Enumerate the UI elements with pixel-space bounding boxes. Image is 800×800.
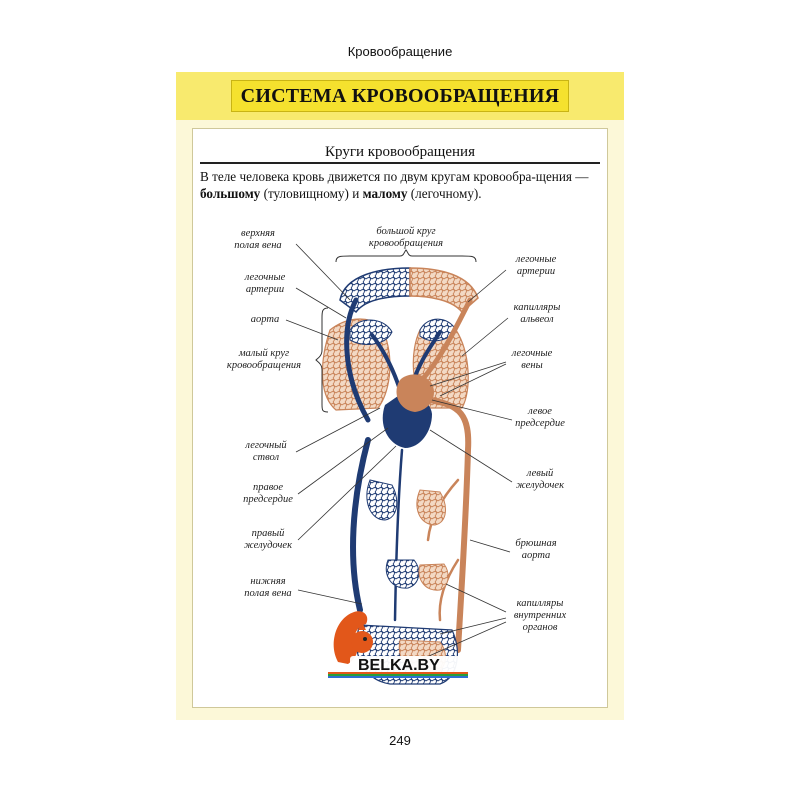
label-svc-1: верхняя (241, 228, 275, 239)
label-ra-2: предсердие (243, 494, 293, 505)
large-circle-brace: большой круг кровообращения (335, 226, 477, 263)
label-svc-2: полая вена (234, 240, 281, 251)
squirrel-icon: BELKA.BY (328, 611, 468, 678)
label-pa-left-2: артерии (246, 284, 284, 295)
label-alv-caps-2: альвеол (520, 314, 554, 325)
right-labels: легочные артерии капилляры альвеол легоч… (511, 254, 567, 633)
label-la-1: левое (527, 406, 552, 417)
label-abd-aorta-1: брюшная (515, 538, 556, 549)
label-pa-right-2: артерии (517, 266, 555, 277)
vessels (344, 297, 473, 653)
small-circle-brace (315, 307, 329, 413)
label-small-circle-1: малый круг (238, 348, 289, 359)
label-pa-right-1: легочные (515, 254, 557, 265)
label-pa-left-1: легочные (244, 272, 286, 283)
large-circle-label-line2: кровообращения (369, 238, 443, 249)
label-lv-1: левый (526, 468, 554, 479)
label-organ-caps-3: органов (523, 622, 558, 633)
label-ivc-2: полая вена (244, 588, 291, 599)
heart (382, 374, 435, 448)
label-pulm-trunk-1: легочный (244, 440, 287, 451)
label-aorta: аорта (251, 314, 280, 325)
watermark-logo: BELKA.BY (328, 600, 468, 685)
leader-lines (285, 243, 513, 661)
section-title: Круги кровообращения (325, 144, 475, 160)
label-alv-caps-1: капилляры (514, 302, 561, 313)
label-pv-2: вены (521, 360, 543, 371)
intro-text-2: (туловищному) и (260, 186, 363, 201)
label-rv-2: желудочек (244, 540, 292, 551)
page-number: 249 (389, 733, 411, 748)
label-la-2: предсердие (515, 418, 565, 429)
section-rule (200, 162, 600, 164)
chapter-title: СИСТЕМА КРОВООБРАЩЕНИЯ (240, 84, 560, 107)
intro-text-3: (легочному). (407, 186, 482, 201)
intro-bold-large: большому (200, 186, 261, 201)
label-ivc-1: нижняя (250, 576, 285, 587)
lung-left-network (321, 318, 393, 411)
left-labels: верхняя полая вена легочные артерии аорт… (227, 228, 301, 599)
watermark-text: BELKA.BY (358, 657, 440, 674)
label-organ-caps-1: капилляры (517, 598, 564, 609)
large-circle-label-line1: большой круг (376, 226, 435, 237)
intro-bold-small: малому (362, 186, 408, 201)
label-small-circle-2: кровообращения (227, 360, 301, 371)
label-ra-1: правое (253, 482, 283, 493)
label-organ-caps-2: внутренних (514, 610, 567, 621)
label-rv-1: правый (252, 528, 285, 539)
intro-text-1: В теле человека кровь движется по двум к… (200, 169, 589, 184)
intro-paragraph: В теле человека кровь движется по двум к… (200, 168, 600, 202)
chapter-title-box: СИСТЕМА КРОВООБРАЩЕНИЯ (231, 80, 569, 112)
label-abd-aorta-2: аорта (522, 550, 551, 561)
label-pulm-trunk-2: ствол (253, 452, 280, 463)
running-head: Кровообращение (347, 44, 453, 59)
upper-capillary-network (339, 267, 479, 314)
label-pv-1: легочные (511, 348, 553, 359)
label-lv-2: желудочек (516, 480, 564, 491)
